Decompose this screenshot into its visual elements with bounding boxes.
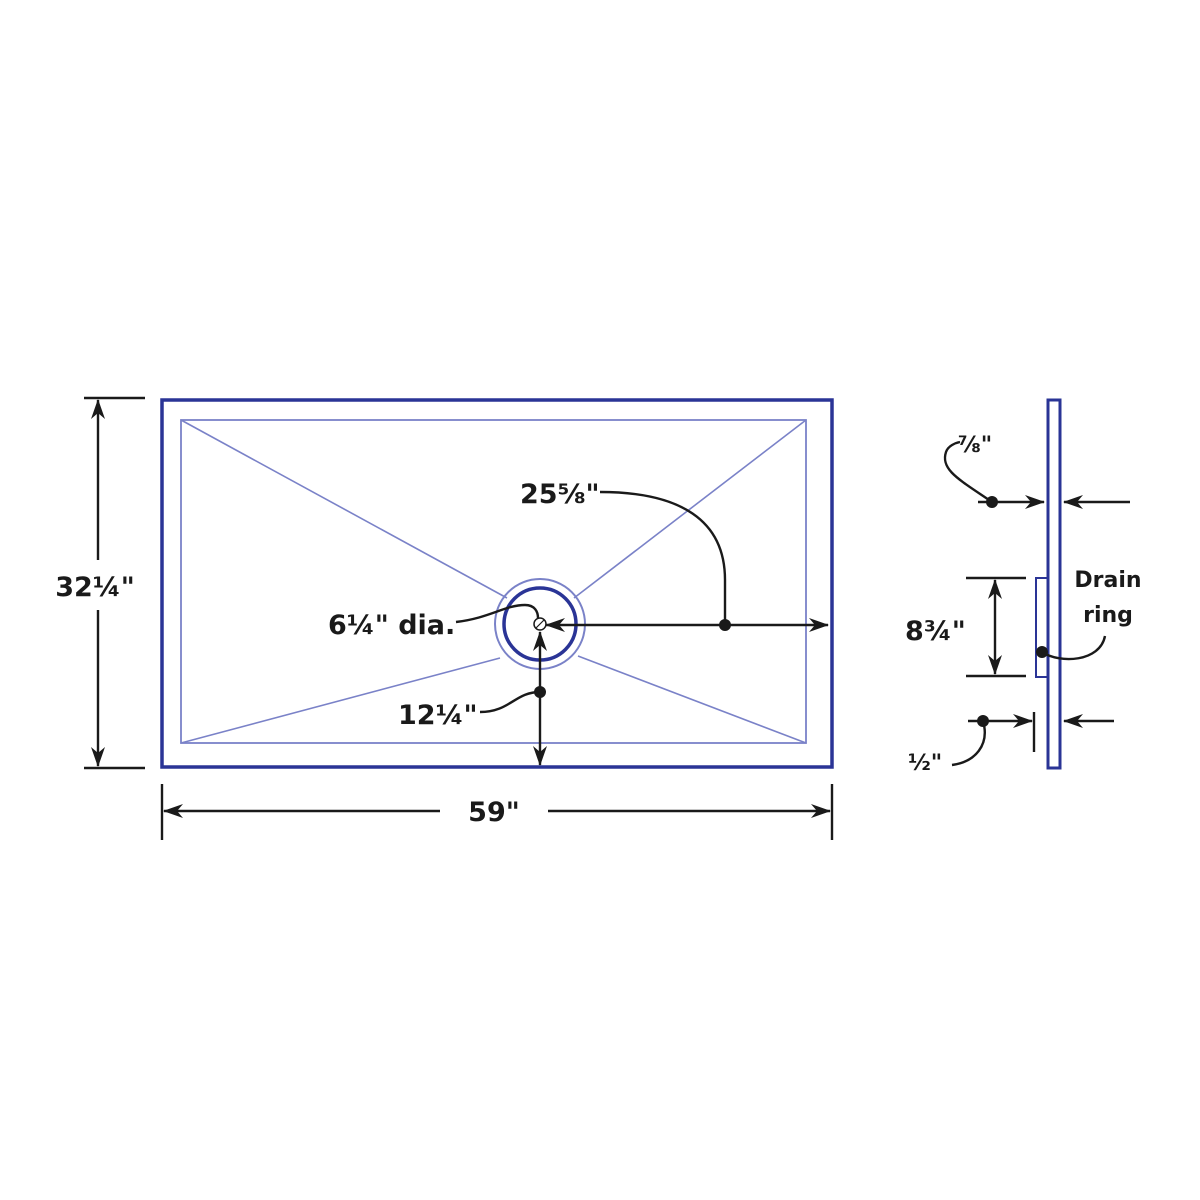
pan-outline [160, 398, 834, 769]
drain-diameter-callout: 6¼" dia. [328, 603, 540, 641]
depth-dimension: 32¼" [55, 396, 145, 770]
drain-offset-x-label: 25⅝" [520, 479, 600, 510]
drain-ring-profile [1035, 577, 1049, 678]
width-label: 59" [468, 797, 520, 828]
pan-inner-edge [180, 419, 807, 744]
drain-ring-label-line2: ring [1083, 603, 1133, 628]
depth-label: 32¼" [55, 572, 135, 603]
drain-offset-x-dimension: 25⅝" [520, 479, 829, 632]
drain-diameter-label: 6¼" dia. [328, 610, 455, 641]
drain-ring-height-label: 8¾" [905, 616, 966, 647]
pan-profile [1046, 398, 1062, 770]
thickness-label: ⅞" [958, 433, 992, 458]
drain-ring-label-line1: Drain [1074, 568, 1141, 593]
drain-ring-depth-label: ½" [908, 751, 942, 776]
top-view [160, 398, 834, 769]
drain-offset-y-label: 12¼" [398, 700, 478, 731]
slope-lines [180, 419, 807, 744]
drain-offset-y-dimension: 12¼" [398, 631, 547, 766]
width-dimension: 59" [160, 784, 834, 840]
side-view: ⅞" 8¾" Drain ring ½" [905, 398, 1142, 776]
